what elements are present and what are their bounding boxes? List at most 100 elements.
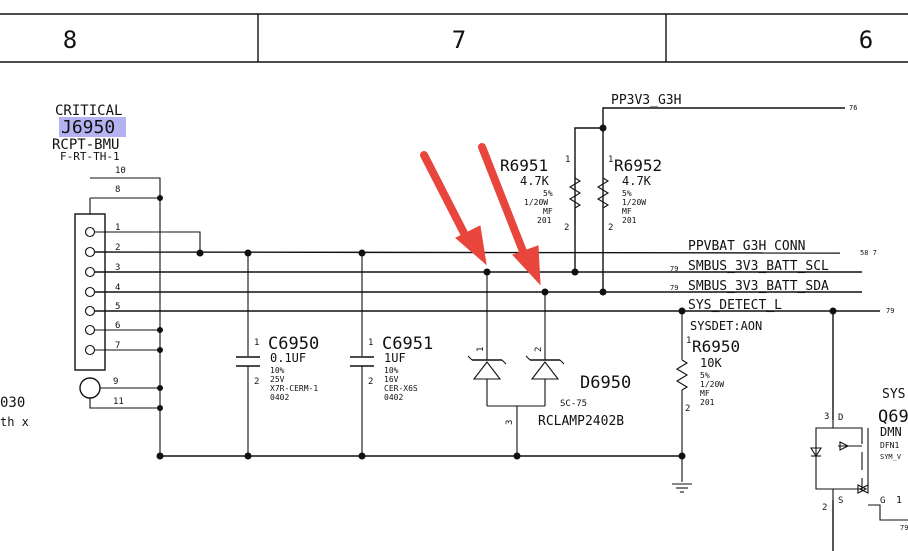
zone-label-6: 6 [859,26,873,54]
c6950-value: 0.1UF [270,351,306,365]
q69-sys: SYS [882,387,905,402]
r6950-pin1: 1 [686,336,691,346]
d6950-part: RCLAMP2402B [538,414,624,429]
c6950-ref: C6950 [268,334,319,354]
r6950-type: MF [700,389,710,398]
c6951-volt: 16V [384,375,399,384]
net-sysdet-ref: 79 [886,307,894,315]
zone-label-8: 8 [63,26,77,54]
resistor-r6951[interactable]: R6951 1 4.7K 5% 1/20W MF 201 2 [500,155,582,233]
left-edge-text-1: 030 [0,395,25,411]
c6950-volt: 25V [270,375,285,384]
c6951-tol: 10% [384,366,399,375]
r6952-tol: 5% [622,189,632,198]
connector-j6950[interactable]: CRITICAL J6950 RCPT-BMU F-RT-TH-1 10 8 1… [52,103,126,407]
mosfet-q69[interactable]: SYS Q69 DMN DFN1 SYM_V 3 D 2 S G 1 79 [810,387,908,532]
d6950-package: SC-75 [560,399,587,409]
net-pp3v3-ref: 76 [849,104,857,112]
d6950-pin1: 1 [476,347,486,352]
c6950-pin1: 1 [254,338,259,348]
connector-pin-11: 11 [113,397,124,407]
net-scl-name: SMBUS_3V3_BATT_SCL [688,259,829,274]
c6951-value: 1UF [384,351,406,365]
connector-footprint: F-RT-TH-1 [60,150,120,163]
r6951-ref: R6951 [500,156,548,175]
connector-pin-1: 1 [115,223,120,233]
capacitor-c6951[interactable]: 1 C6951 1UF 10% 16V CER-X6S 0402 2 [350,253,433,456]
r6952-power: 1/20W [622,198,646,207]
connector-pin-9: 9 [113,377,118,387]
r6950-ref: R6950 [692,337,740,356]
r6951-size: 201 [537,216,552,225]
left-edge-text-2: th x [0,415,29,429]
net-sda-ref: 79 [670,284,678,292]
connector-critical-label: CRITICAL [55,103,122,119]
connector-pin-10: 10 [115,166,126,176]
c6950-size: 0402 [270,393,289,402]
connector-pin-8: 8 [115,185,120,195]
d6950-pin2: 2 [534,347,544,352]
r6952-type: MF [622,207,632,216]
q69-ref-g: 79 [900,524,908,532]
sheet-zone-header: 8 7 6 [0,13,908,63]
wiring [89,107,880,551]
r6952-size: 201 [622,216,637,225]
q69-pin-s: 2 [822,503,827,513]
r6952-pin2: 2 [608,223,613,233]
diode-array-d6950[interactable]: 1 2 3 D6950 SC-75 RCLAMP2402B [467,272,631,456]
r6951-type: MF [543,207,553,216]
connector-pin-2: 2 [115,243,120,253]
net-scl-ref: 79 [670,265,678,273]
zone-label-7: 7 [452,26,466,54]
c6951-ref: C6951 [382,334,433,354]
c6951-diel: CER-X6S [384,384,418,393]
net-pp3v3-name: PP3V3_G3H [611,93,681,108]
q69-ref: Q69 [878,407,908,427]
r6951-pin1: 1 [565,155,570,165]
r6951-tol: 5% [543,189,553,198]
r6950-pin2: 2 [685,404,690,414]
c6950-tol: 10% [270,366,285,375]
c6951-pin2: 2 [368,377,373,387]
r6951-power: 1/20W [524,198,548,207]
capacitor-c6950[interactable]: 1 C6950 0.1UF 10% 25V X7R-CERM-1 0402 2 [236,253,319,456]
q69-g: G [880,496,885,506]
c6951-pin1: 1 [368,338,373,348]
resistor-r6952[interactable]: 1 R6952 4.7K 5% 1/20W MF 201 2 [596,155,662,233]
junction-dots [156,124,837,460]
q69-d: D [838,413,843,423]
connector-pin-3: 3 [115,263,120,273]
c6950-diel: X7R-CERM-1 [270,384,318,393]
annotation-arrow-1 [420,151,487,266]
r6952-value: 4.7K [622,174,652,188]
connector-pin-7: 7 [115,341,120,351]
net-labels: PP3V3_G3H 76 PPVBAT_G3H_CONN 58 7 79 SMB… [611,93,894,333]
net-ppvbat-ref: 58 7 [860,249,877,257]
q69-pkg: DFN1 [880,441,899,450]
r6952-pin1: 1 [608,155,613,165]
connector-ref: J6950 [61,117,115,138]
c6950-pin2: 2 [254,377,259,387]
connector-pin-5: 5 [115,302,120,312]
r6951-pin2: 2 [564,223,569,233]
q69-part: DMN [880,425,902,439]
c6951-size: 0402 [384,393,403,402]
resistor-r6950[interactable]: 1 R6950 10K 5% 1/20W MF 201 2 [672,311,740,493]
d6950-ref: D6950 [580,373,631,393]
annotation-arrow-2 [478,143,541,286]
r6950-value: 10K [700,356,722,370]
q69-pin-g: 1 [896,495,902,506]
net-sysdet-sub: SYSDET:AON [690,319,762,333]
q69-pin-d: 3 [824,412,829,422]
q69-s: S [838,496,843,506]
r6950-power: 1/20W [700,380,724,389]
r6950-tol: 5% [700,371,710,380]
r6950-size: 201 [700,398,715,407]
d6950-pin3: 3 [505,420,515,425]
connector-part: RCPT-BMU [52,137,119,153]
connector-pin-6: 6 [115,321,120,331]
connector-pin-4: 4 [115,283,120,293]
connector-ref-highlight [59,117,126,137]
r6951-value: 4.7K [520,174,550,188]
